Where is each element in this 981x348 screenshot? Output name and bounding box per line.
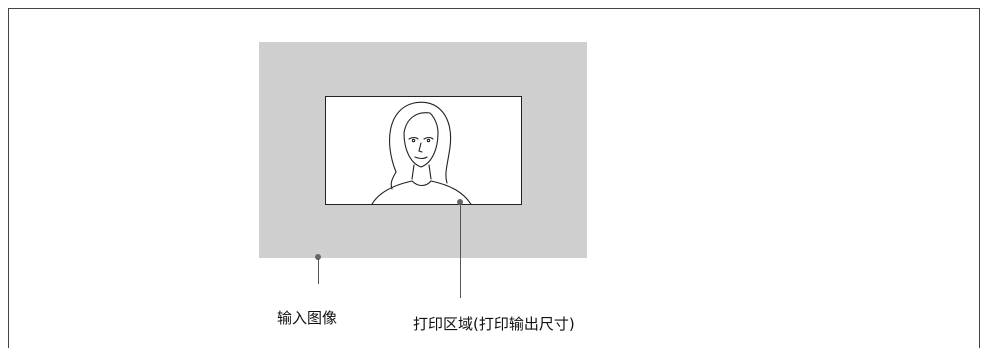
print-area-pointer-dot: [457, 199, 463, 205]
print-area-leader-line: [460, 203, 461, 298]
portrait-illustration: [371, 101, 472, 204]
input-image-label: 输入图像: [277, 309, 338, 327]
print-area: [325, 96, 522, 205]
print-area-label: 打印区域(打印输出尺寸): [413, 315, 575, 333]
diagram-frame: [8, 8, 980, 348]
input-image-pointer-dot: [315, 254, 321, 260]
input-image-leader-line: [318, 258, 319, 284]
